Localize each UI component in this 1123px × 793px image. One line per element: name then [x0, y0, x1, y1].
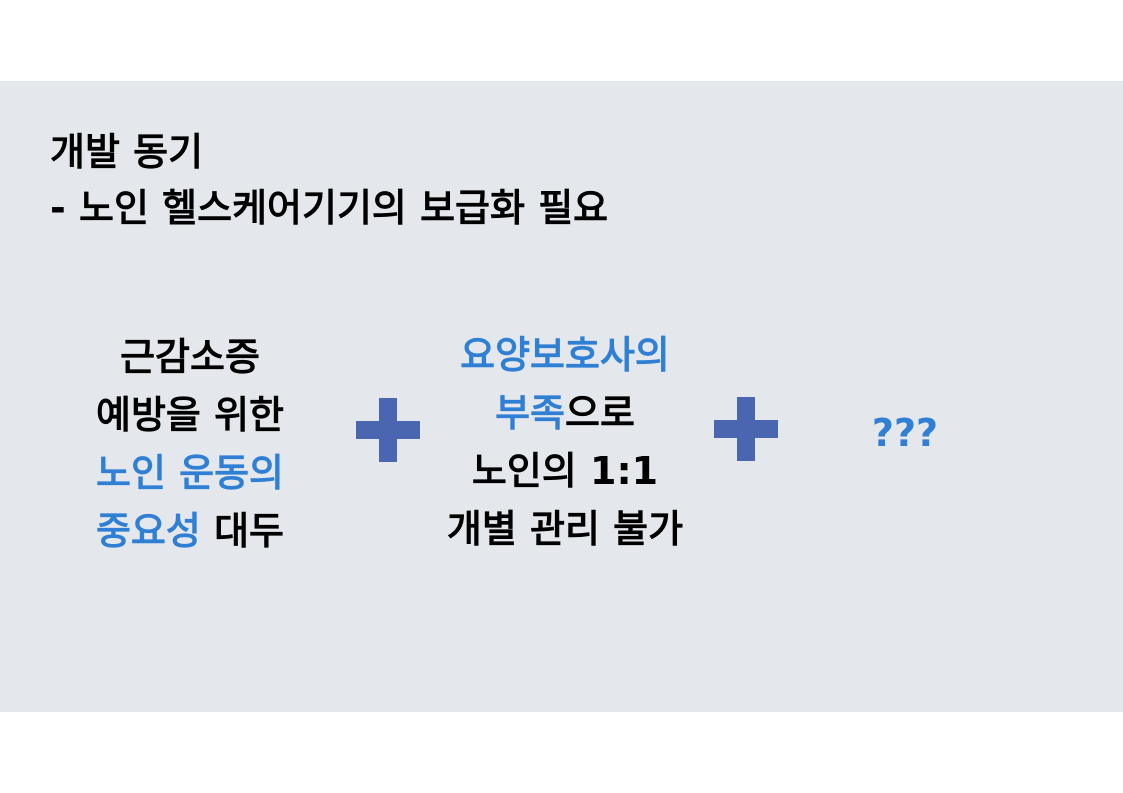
highlight-text: 중요성	[95, 509, 201, 553]
slide-subtitle: - 노인 헬스케어기기의 보급화 필요	[50, 186, 609, 230]
text-line: 근감소증	[120, 335, 260, 379]
text-line-highlight: 요양보호사의	[460, 333, 670, 377]
text-line: 부족으로	[410, 384, 720, 442]
plus-icon	[714, 397, 778, 461]
slide-title: 개발 동기	[50, 130, 204, 174]
text-line: 중요성 대두	[60, 502, 320, 560]
highlight-text: 부족	[495, 391, 565, 435]
text-line-highlight: 노인 운동의	[95, 451, 285, 495]
text: 대두	[200, 509, 285, 553]
slide-background	[0, 81, 1123, 712]
text: 으로	[565, 391, 635, 435]
plus-icon	[356, 398, 420, 462]
text-line: 예방을 위한	[95, 393, 285, 437]
text-line: 개별 관리 불가	[446, 507, 684, 551]
unknown-reason: ???	[871, 411, 939, 455]
text-line: 노인의 1:1	[471, 449, 659, 493]
reason-caregiver-shortage: 요양보호사의 부족으로 노인의 1:1 개별 관리 불가	[410, 326, 720, 558]
reason-sarcopenia: 근감소증 예방을 위한 노인 운동의 중요성 대두	[60, 328, 320, 560]
